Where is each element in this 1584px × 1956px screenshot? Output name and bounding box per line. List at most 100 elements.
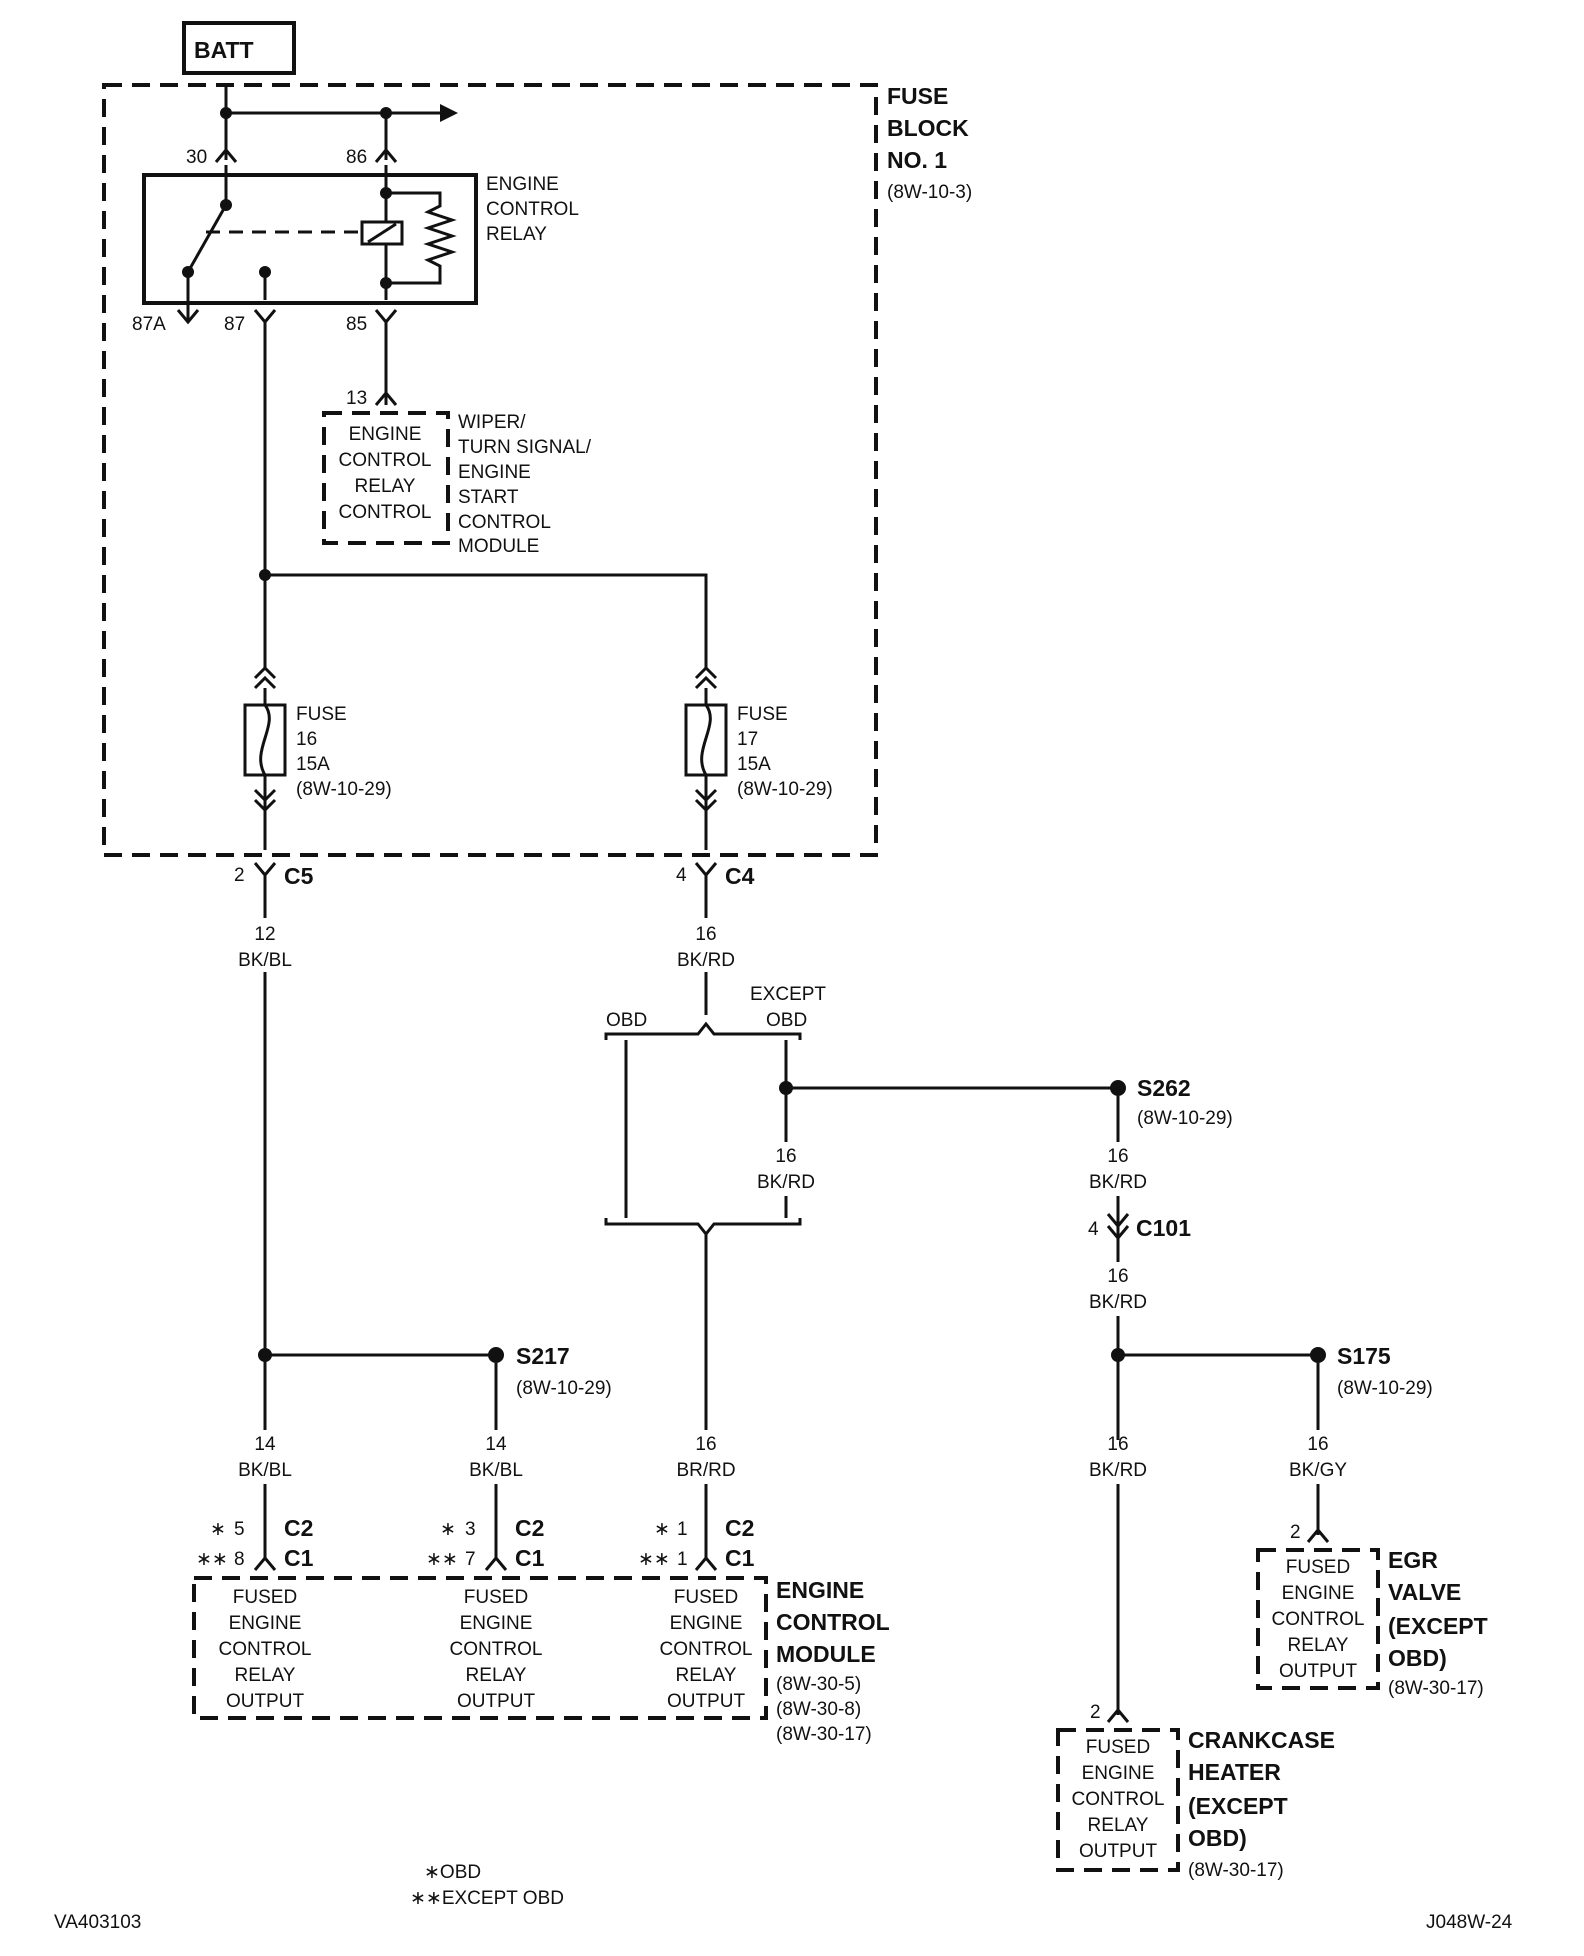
egr-box-text: RELAY — [1288, 1635, 1349, 1656]
ecm-ref: (8W-30-5) — [776, 1674, 861, 1695]
ecm-pin-c-bot: 1 — [677, 1549, 688, 1570]
wiper-module-name: TURN SIGNAL/ — [458, 437, 592, 458]
ecm-name-line1: ENGINE — [776, 1577, 864, 1603]
ecm-output-text: OUTPUT — [667, 1691, 746, 1712]
crankcase-box-text: ENGINE — [1082, 1763, 1155, 1784]
pin13-connector — [374, 390, 398, 406]
pin87a-connector — [176, 300, 200, 325]
crankcase-box-text: OUTPUT — [1079, 1841, 1158, 1862]
ecm-c2-label: C2 — [515, 1515, 544, 1541]
egr-pin: 2 — [1290, 1522, 1301, 1543]
ecm-pin-c-connector — [694, 1555, 718, 1571]
branch-bracket-top — [604, 1021, 802, 1040]
pin86-label: 86 — [346, 147, 367, 168]
ecm-c1-label: C1 — [515, 1545, 545, 1571]
crankcase-box-text: FUSED — [1086, 1737, 1150, 1758]
ecm-box — [192, 1576, 768, 1720]
junction-dot — [220, 107, 232, 119]
wire-color: BK/GY — [1289, 1460, 1347, 1481]
c101-pin: 4 — [1088, 1219, 1099, 1240]
star-marker: ∗ — [654, 1519, 670, 1540]
relay-resistor — [386, 191, 457, 285]
ecm-pin-b-connector — [484, 1555, 508, 1571]
relay-box — [142, 173, 478, 305]
star-marker: ∗∗ — [426, 1549, 458, 1570]
relay-label-line1: ENGINE — [486, 174, 559, 195]
egr-name-line4: OBD) — [1388, 1645, 1447, 1671]
relay-label-line2: CONTROL — [486, 199, 579, 220]
s175-splice — [1310, 1347, 1326, 1363]
s262-name: S262 — [1137, 1075, 1191, 1101]
pin13-label: 13 — [346, 388, 367, 409]
ecm-output-text: FUSED — [233, 1587, 297, 1608]
egr-connector — [1306, 1527, 1330, 1543]
fuse17-top-connector — [694, 665, 718, 690]
crankcase-box — [1056, 1728, 1180, 1872]
egr-box — [1256, 1548, 1380, 1690]
star-marker: ∗∗ — [638, 1549, 670, 1570]
battery-box — [182, 21, 296, 75]
wire-gauge: 14 — [254, 1434, 276, 1455]
crankcase-ref: (8W-30-17) — [1188, 1860, 1284, 1881]
ecm-output-text: CONTROL — [219, 1639, 312, 1660]
battery-feed-wire — [224, 85, 440, 160]
star-marker: ∗∗ — [196, 1549, 228, 1570]
wiper-module-name: WIPER/ — [458, 412, 526, 433]
fuse17-label: 17 — [737, 729, 758, 750]
fuse-block-line1: FUSE — [887, 83, 948, 109]
s175-ref: (8W-10-29) — [1337, 1378, 1433, 1399]
c4-connector — [694, 862, 718, 878]
fuse16-label: FUSE — [296, 704, 347, 725]
ecm-output-text: OUTPUT — [457, 1691, 536, 1712]
pin30-connector — [214, 147, 238, 163]
ecm-output-text: ENGINE — [229, 1613, 302, 1634]
wire-color: BK/RD — [1089, 1292, 1147, 1313]
branch-except-label1: EXCEPT — [750, 984, 826, 1005]
legend-except-obd: ∗∗EXCEPT OBD — [410, 1888, 564, 1909]
ecm-pin-b-bot: 7 — [465, 1549, 476, 1570]
branch-bracket-bottom — [604, 1218, 802, 1237]
wiper-box-text: CONTROL — [339, 502, 432, 523]
relay-switch-arm — [186, 204, 228, 273]
fuse16-label: 16 — [296, 729, 317, 750]
ecm-c2-label: C2 — [725, 1515, 754, 1541]
fuse16-label: 15A — [296, 754, 330, 775]
branch-except-label2: OBD — [766, 1010, 807, 1031]
c5-connector — [253, 862, 277, 878]
c4-name: C4 — [725, 863, 755, 889]
pin87-wire — [263, 320, 708, 670]
c5-pin: 2 — [234, 865, 245, 886]
fuse-block-line3: NO. 1 — [887, 147, 947, 173]
fuse17-ref: (8W-10-29) — [737, 779, 833, 800]
ecm-output-a: FUSED ENGINE CONTROL RELAY OUTPUT — [219, 1587, 312, 1712]
fuse17-element — [700, 704, 712, 776]
crankcase-name-line2: HEATER — [1188, 1759, 1281, 1785]
star-marker: ∗ — [440, 1519, 456, 1540]
ecm-c1-label: C1 — [725, 1545, 755, 1571]
feed-arrow — [440, 104, 458, 122]
ecm-ref: (8W-30-8) — [776, 1699, 861, 1720]
wire-gauge: 12 — [254, 924, 275, 945]
relay-coil — [360, 220, 404, 246]
s175-name: S175 — [1337, 1343, 1391, 1369]
pin85-label: 85 — [346, 314, 367, 335]
fuse-block-boundary — [102, 83, 878, 857]
wiper-box-text: RELAY — [355, 476, 416, 497]
ecm-output-c: FUSED ENGINE CONTROL RELAY OUTPUT — [660, 1587, 753, 1712]
wire-gauge: 16 — [1107, 1146, 1128, 1167]
wiper-module-name: START — [458, 487, 519, 508]
fuse16-top-connector — [253, 665, 277, 690]
crankcase-name-line3: (EXCEPT — [1188, 1793, 1288, 1819]
wire-color: BK/RD — [677, 950, 735, 971]
fuse17-bottom-connector — [694, 788, 718, 850]
fuse-block-ref: (8W-10-3) — [887, 182, 972, 203]
wire-gauge: 16 — [775, 1146, 796, 1167]
crankcase-pin: 2 — [1090, 1702, 1101, 1723]
fuse16-bottom-connector — [253, 788, 277, 850]
egr-box-text: FUSED — [1286, 1557, 1350, 1578]
wire-gauge: 16 — [1307, 1434, 1328, 1455]
wiper-box-text: CONTROL — [339, 450, 432, 471]
ecm-output-text: FUSED — [464, 1587, 528, 1608]
ecm-name-line3: MODULE — [776, 1641, 876, 1667]
